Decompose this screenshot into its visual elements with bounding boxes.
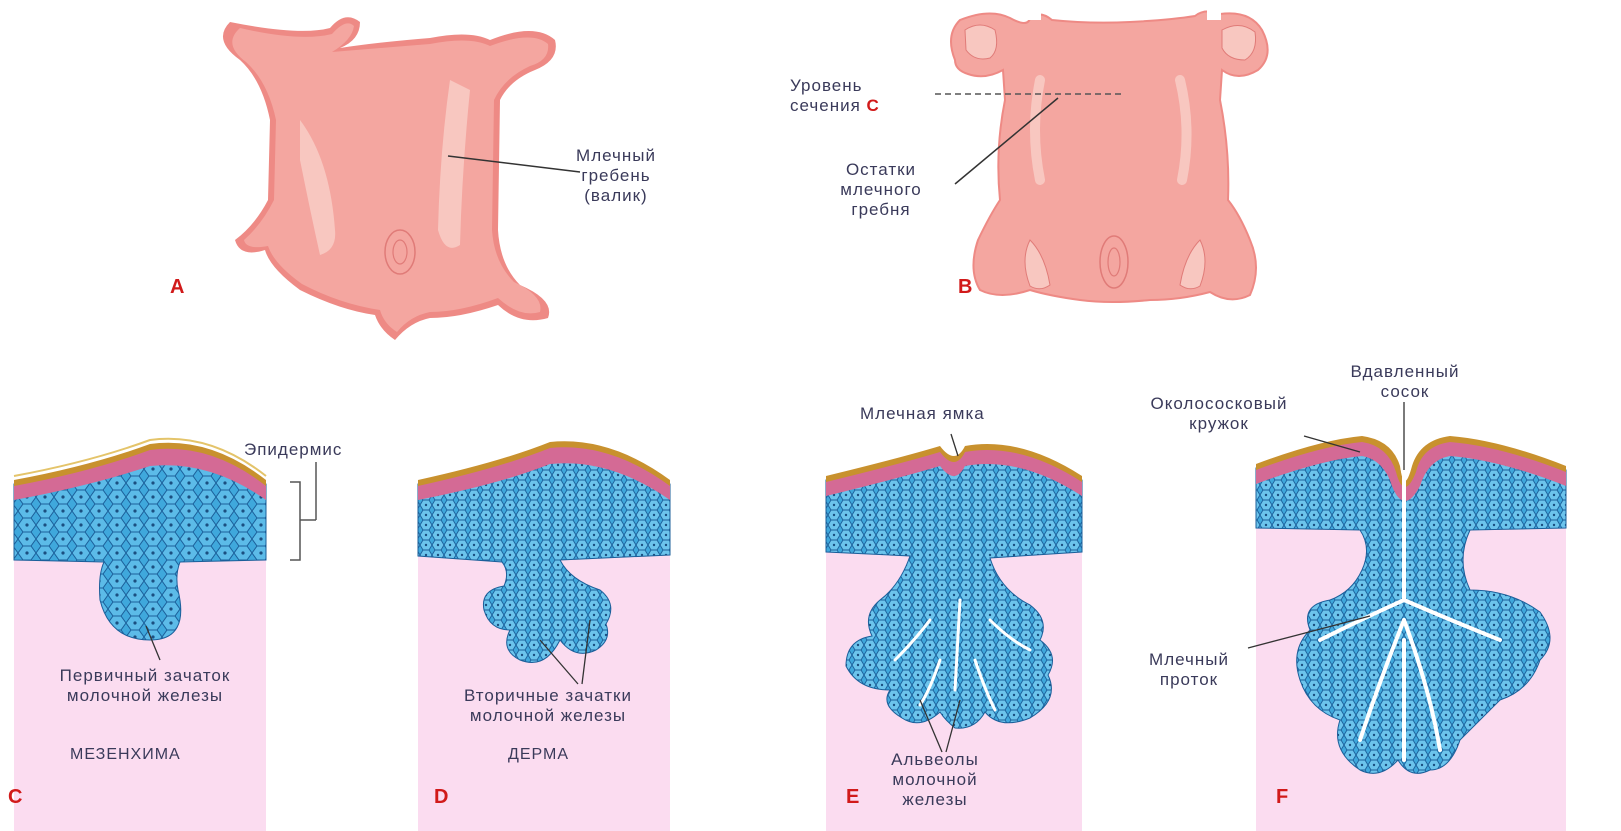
embryo-a xyxy=(223,17,556,340)
panel-letter-e: E xyxy=(846,786,859,809)
label-epidermis: Эпидермис xyxy=(244,440,342,460)
label-section-level: Уровень сечения C xyxy=(790,76,880,116)
label-areola: Околососковый кружок xyxy=(1124,394,1314,434)
label-primary-bud: Первичный зачаток молочной железы xyxy=(20,666,270,706)
label-ridge-remnants: Остатки млечного гребня xyxy=(826,160,936,220)
section-d xyxy=(418,441,670,831)
panel-letter-f: F xyxy=(1276,786,1288,809)
label-dermis: ДЕРМА xyxy=(508,746,569,764)
section-c xyxy=(14,439,266,831)
panel-letter-c: C xyxy=(8,786,22,809)
section-level-letter: C xyxy=(867,96,880,115)
label-milk-duct: Млечный проток xyxy=(1124,650,1254,690)
label-milk-pit: Млечная ямка xyxy=(860,404,985,424)
section-f xyxy=(1248,402,1566,831)
embryo-b xyxy=(951,10,1268,302)
label-mesenchyme: МЕЗЕНХИМА xyxy=(70,746,181,764)
label-inverted-nipple: Вдавленный сосок xyxy=(1330,362,1480,402)
epidermis-bracket xyxy=(290,482,300,560)
label-secondary-buds: Вторичные зачатки молочной железы xyxy=(428,686,668,726)
panel-letter-a: A xyxy=(170,276,184,299)
panel-letter-b: B xyxy=(958,276,972,299)
label-milk-ridge: Млечный гребень (валик) xyxy=(556,146,676,206)
panel-letter-d: D xyxy=(434,786,448,809)
label-alveoli: Альвеолы молочной железы xyxy=(880,750,990,810)
